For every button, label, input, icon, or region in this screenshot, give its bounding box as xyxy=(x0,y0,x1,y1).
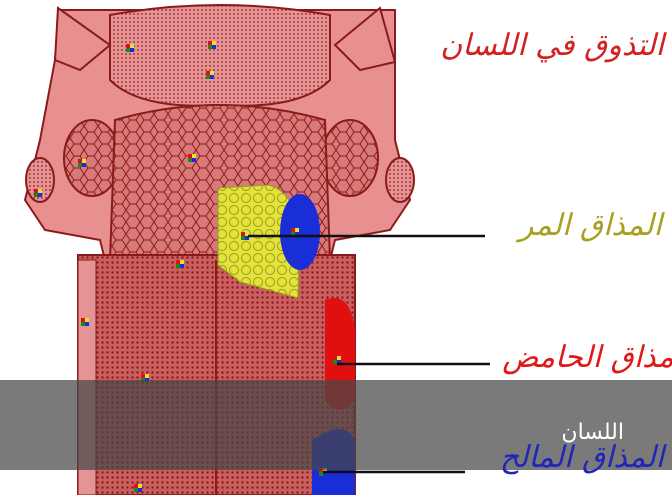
salty-taste-label: المذاق المالح xyxy=(500,440,664,475)
right-tonsil xyxy=(322,120,378,196)
diagram-title: التذوق في اللسان xyxy=(440,28,664,63)
bitter-zone-blue xyxy=(280,194,320,270)
bitter-taste-label: المذاق المر xyxy=(519,208,662,243)
epiglottis xyxy=(110,5,330,106)
left-tonsil xyxy=(64,120,120,196)
right-small-gland xyxy=(386,158,414,202)
sour-taste-label: مذاق الحامض xyxy=(502,340,672,375)
